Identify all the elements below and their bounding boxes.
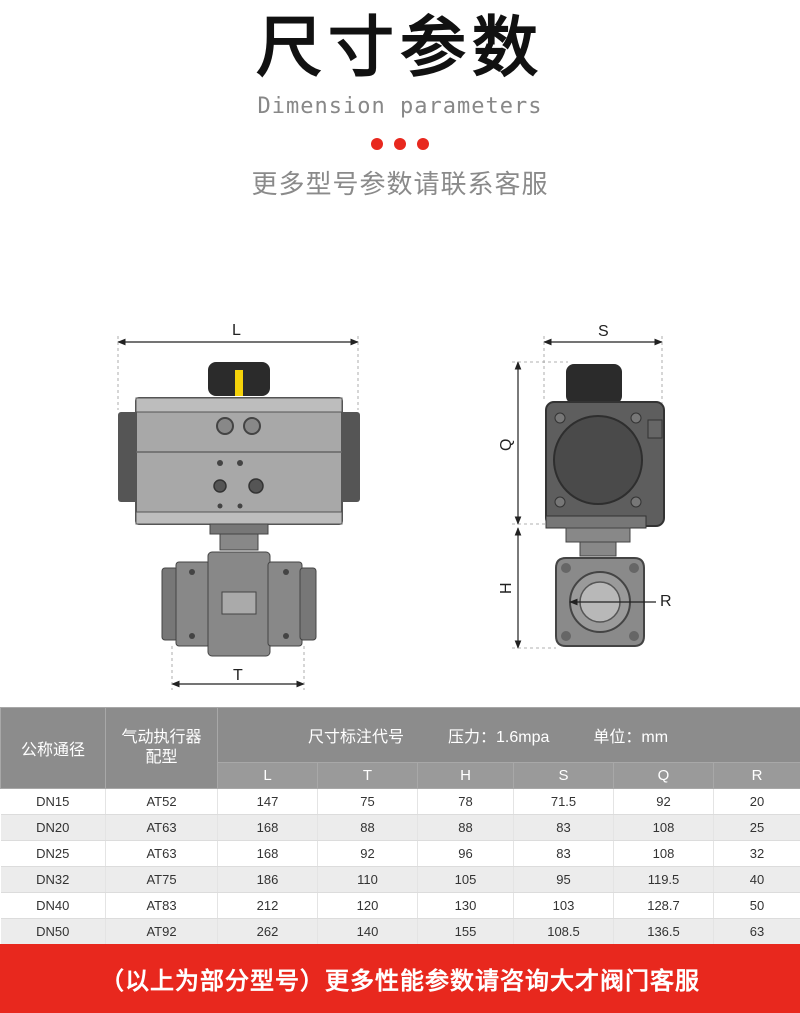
dim-label-q: Q [498, 439, 515, 451]
table-row: DN50 AT92 262 140 155 108.5 136.5 63 [0, 918, 800, 945]
cell-r: 50 [713, 892, 800, 919]
cell-nominal: DN32 [0, 866, 106, 893]
cell-q: 92 [613, 788, 714, 815]
cell-q: 108 [613, 840, 714, 867]
cell-s: 108.5 [513, 918, 614, 945]
cell-actuator: AT75 [105, 866, 218, 893]
cell-r: 63 [713, 918, 800, 945]
dimension-group-label: 尺寸标注代号 [308, 729, 405, 746]
header-actuator-model: 气动执行器配型 [105, 707, 218, 789]
header-dim-h: H [417, 762, 514, 789]
cell-t: 75 [317, 788, 418, 815]
header-dim-t: T [317, 762, 418, 789]
cell-q: 119.5 [613, 866, 714, 893]
dot-icon [394, 138, 406, 150]
cell-s: 71.5 [513, 788, 614, 815]
cell-s: 103 [513, 892, 614, 919]
dim-label-t: T [233, 667, 243, 684]
table-row: DN15 AT52 147 75 78 71.5 92 20 [0, 788, 800, 815]
cell-t: 88 [317, 814, 418, 841]
cell-actuator: AT63 [105, 840, 218, 867]
header-dim-r: R [712, 762, 800, 789]
header-dim-l: L [217, 762, 318, 789]
cell-l: 212 [217, 892, 318, 919]
cell-q: 108 [613, 814, 714, 841]
cell-nominal: DN25 [0, 840, 106, 867]
cell-h: 78 [417, 788, 514, 815]
cell-l: 186 [217, 866, 318, 893]
dimension-table: 公称通径 气动执行器配型 尺寸标注代号 压力：1.6mpa 单位：mm L T … [0, 707, 800, 945]
cell-s: 83 [513, 814, 614, 841]
cell-r: 32 [713, 840, 800, 867]
table-row: DN32 AT75 186 110 105 95 119.5 40 [0, 866, 800, 893]
dot-icon [371, 138, 383, 150]
decorative-dots [0, 138, 800, 150]
dim-label-l: L [232, 322, 241, 339]
front-view: L T [117, 322, 360, 690]
cell-t: 110 [317, 866, 418, 893]
cell-l: 168 [217, 840, 318, 867]
table-row: DN40 AT83 212 120 130 103 128.7 50 [0, 892, 800, 919]
cell-t: 120 [317, 892, 418, 919]
footer-banner: （以上为部分型号）更多性能参数请咨询大才阀门客服 [0, 944, 800, 1013]
cell-h: 96 [417, 840, 514, 867]
cell-q: 128.7 [613, 892, 714, 919]
cell-r: 20 [713, 788, 800, 815]
cell-nominal: DN15 [0, 788, 106, 815]
dot-icon [417, 138, 429, 150]
cell-l: 262 [217, 918, 318, 945]
cell-s: 83 [513, 840, 614, 867]
cell-h: 105 [417, 866, 514, 893]
header-dim-s: S [513, 762, 614, 789]
dim-label-h: H [498, 582, 515, 594]
header-dimension-group: 尺寸标注代号 压力：1.6mpa 单位：mm [216, 707, 800, 763]
cell-h: 88 [417, 814, 514, 841]
header-dim-q: Q [613, 762, 714, 789]
cell-nominal: DN40 [0, 892, 106, 919]
table-row: DN25 AT63 168 92 96 83 108 32 [0, 840, 800, 867]
pressure-label: 压力：1.6mpa [448, 729, 550, 746]
valve-dimension-drawing: L T [117, 322, 672, 690]
cell-actuator: AT52 [105, 788, 218, 815]
cell-s: 95 [513, 866, 614, 893]
cell-t: 140 [317, 918, 418, 945]
header: 尺寸参数 Dimension parameters 更多型号参数请联系客服 [0, 0, 800, 200]
cell-actuator: AT63 [105, 814, 218, 841]
contact-note: 更多型号参数请联系客服 [251, 170, 549, 200]
page-subtitle: Dimension parameters [257, 94, 543, 119]
cell-actuator: AT83 [105, 892, 218, 919]
header-nominal-diameter: 公称通径 [0, 707, 106, 789]
cell-l: 147 [217, 788, 318, 815]
cell-nominal: DN20 [0, 814, 106, 841]
cell-h: 155 [417, 918, 514, 945]
dim-label-r: R [660, 593, 672, 610]
cell-nominal: DN50 [0, 918, 106, 945]
page-title: 尺寸参数 [256, 9, 544, 86]
cell-r: 40 [713, 866, 800, 893]
cell-r: 25 [713, 814, 800, 841]
cell-q: 136.5 [613, 918, 714, 945]
cell-t: 92 [317, 840, 418, 867]
dim-label-s: S [598, 323, 609, 340]
cell-actuator: AT92 [105, 918, 218, 945]
unit-label: 单位：mm [593, 729, 669, 746]
cell-h: 130 [417, 892, 514, 919]
cell-l: 168 [217, 814, 318, 841]
table-row: DN20 AT63 168 88 88 83 108 25 [0, 814, 800, 841]
side-view: S Q H R [498, 323, 672, 649]
